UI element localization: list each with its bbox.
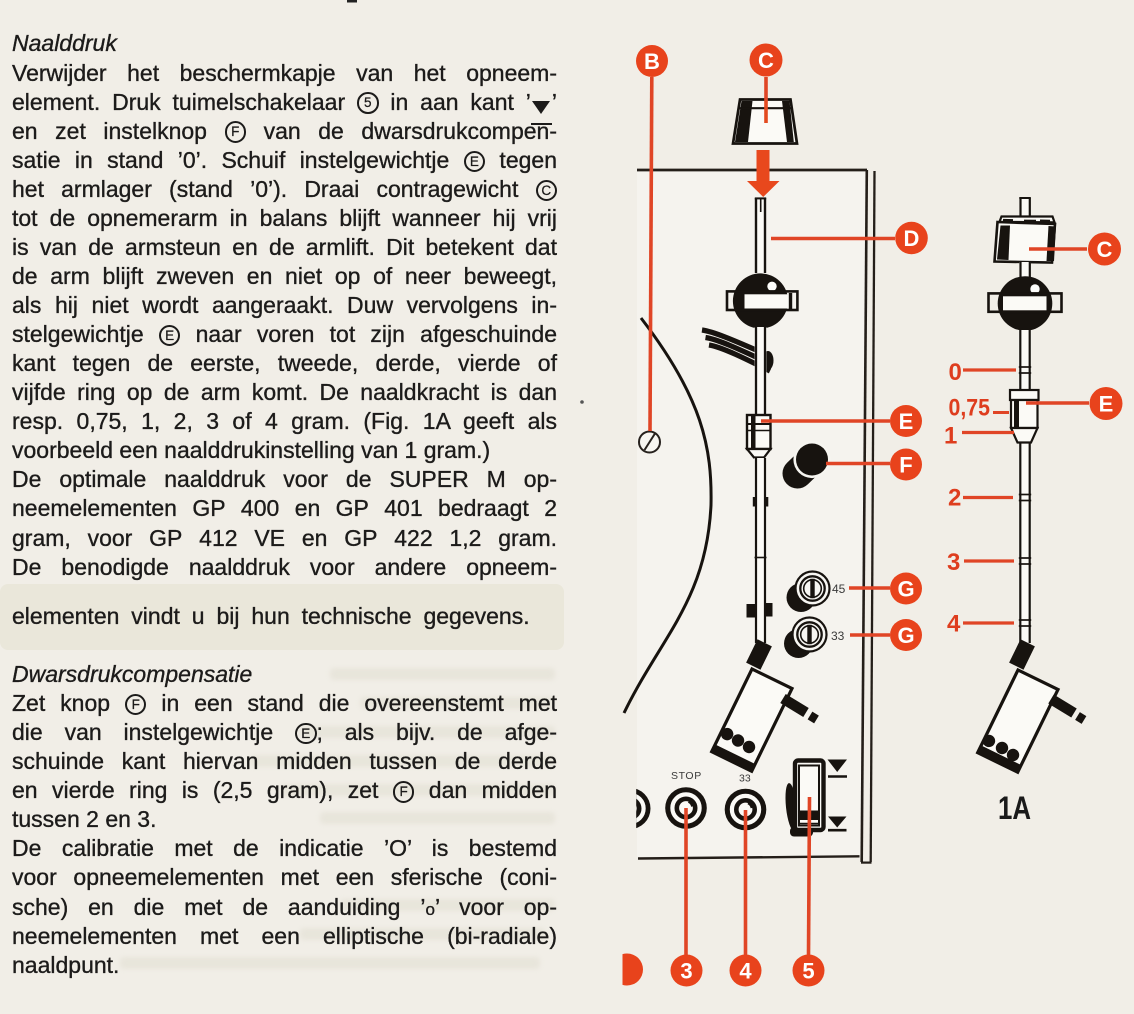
svg-text:0,75: 0,75: [949, 395, 991, 422]
svg-text:0: 0: [949, 359, 962, 386]
svg-text:E: E: [1099, 392, 1114, 417]
svg-text:33: 33: [831, 629, 845, 643]
svg-text:33: 33: [739, 773, 751, 785]
svg-text:G: G: [897, 623, 914, 648]
svg-text:G: G: [897, 577, 914, 602]
svg-text:1: 1: [944, 423, 957, 450]
svg-text:STOP: STOP: [671, 770, 702, 782]
svg-text:E: E: [899, 409, 914, 434]
svg-text:B: B: [644, 49, 660, 74]
svg-text:1A: 1A: [998, 790, 1031, 826]
svg-text:4: 4: [947, 611, 961, 638]
svg-text:3: 3: [680, 959, 692, 984]
svg-text:45: 45: [832, 582, 846, 596]
svg-text:5: 5: [802, 959, 814, 984]
svg-text:C: C: [1097, 237, 1113, 262]
svg-text:4: 4: [739, 959, 752, 984]
svg-text:D: D: [904, 226, 920, 251]
svg-text:F: F: [899, 453, 912, 478]
svg-text:C: C: [758, 48, 774, 73]
svg-text:2: 2: [948, 485, 961, 512]
svg-text:3: 3: [947, 549, 960, 576]
